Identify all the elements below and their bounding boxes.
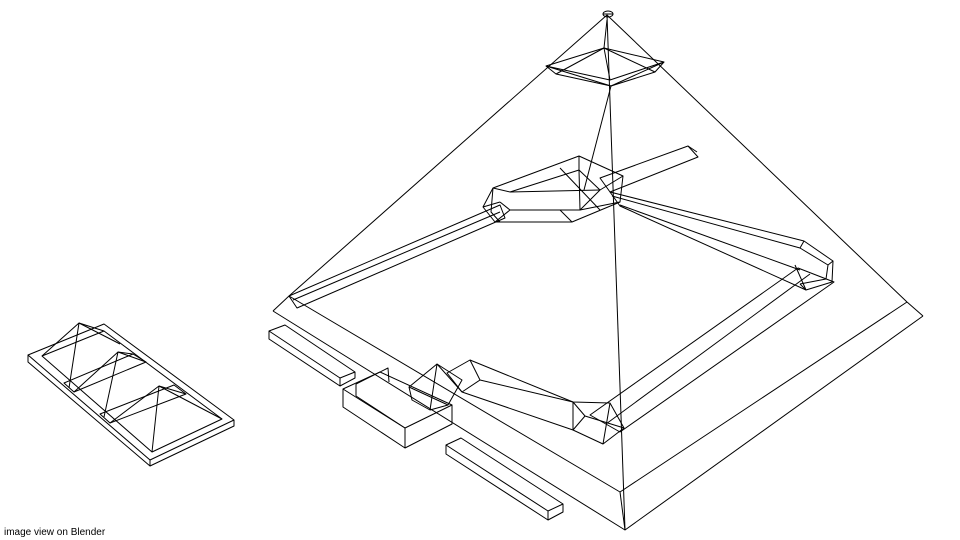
left-corridor <box>288 204 506 309</box>
small-pyramid-model <box>27 322 235 467</box>
front-slab <box>445 437 564 521</box>
apex-ring <box>602 10 614 18</box>
left-slab <box>268 324 356 387</box>
entrance-box <box>342 367 453 449</box>
front-right-corridor <box>589 267 835 433</box>
upper-right-corridor <box>599 145 699 193</box>
lower-chamber <box>446 359 625 445</box>
capstone-chamber <box>545 19 665 191</box>
central-chamber <box>482 155 624 223</box>
viewport-caption: image view on Blender <box>4 527 106 538</box>
right-corridor <box>609 191 834 291</box>
entrance-gable <box>408 363 463 411</box>
pyramid-wireframe <box>272 14 924 531</box>
